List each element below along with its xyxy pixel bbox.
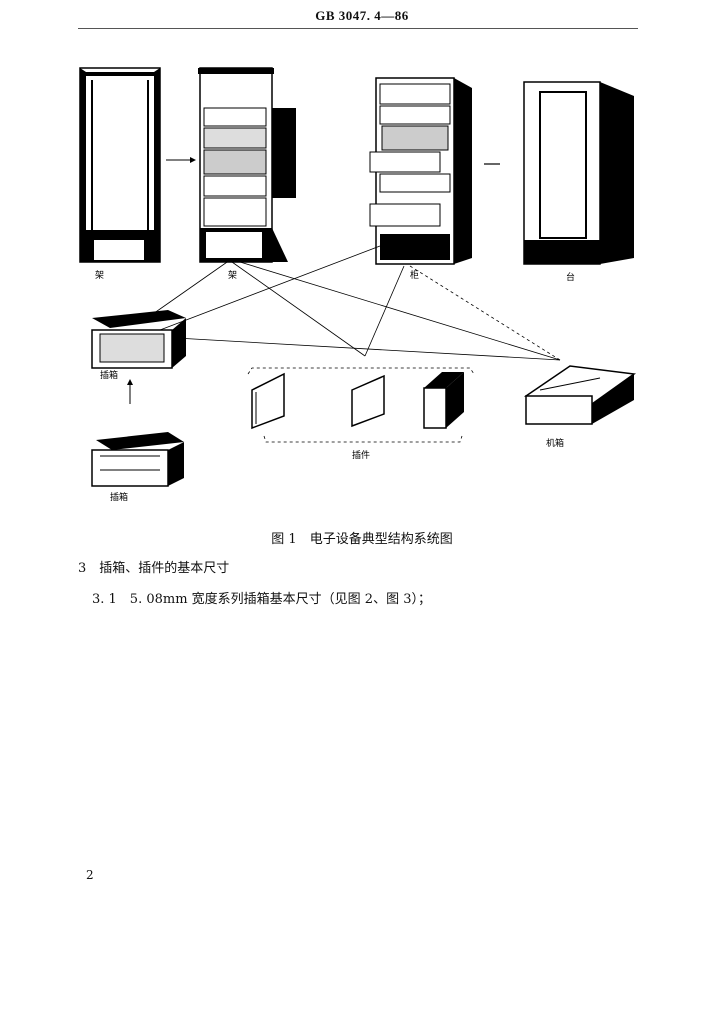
cabinet <box>370 78 472 264</box>
label-rack: 架 <box>228 270 237 281</box>
connector-lines <box>150 246 560 360</box>
plug-in-card-2 <box>352 376 384 426</box>
label-plug-in: 插件 <box>352 449 370 461</box>
label-plug-box-2: 插箱 <box>110 491 128 503</box>
case <box>526 366 634 424</box>
plug-in-card-1 <box>252 374 284 428</box>
plug-box <box>92 310 186 368</box>
plug-box-open <box>92 432 184 486</box>
empty-cabinet-frame <box>524 82 634 264</box>
page-number: 2 <box>86 868 94 882</box>
label-frame: 架 <box>95 270 104 281</box>
label-cabinet: 柜 <box>410 269 419 281</box>
plug-in-card-3 <box>424 372 464 428</box>
label-desk-frame: 台 <box>566 271 575 283</box>
open-frame-rack <box>80 68 160 262</box>
label-plug-box: 插箱 <box>100 369 118 381</box>
label-case: 机箱 <box>546 437 564 449</box>
section-heading: 3 插箱、插件的基本尺寸 <box>78 557 229 576</box>
subsection-text: 3. 1 5. 08mm 宽度系列插箱基本尺寸（见图 2、图 3）； <box>92 588 431 607</box>
equipped-rack <box>198 68 296 262</box>
figure-caption: 图 1 电子设备典型结构系统图 <box>0 528 724 547</box>
structure-system-figure: 架 架 柜 台 <box>0 0 724 520</box>
